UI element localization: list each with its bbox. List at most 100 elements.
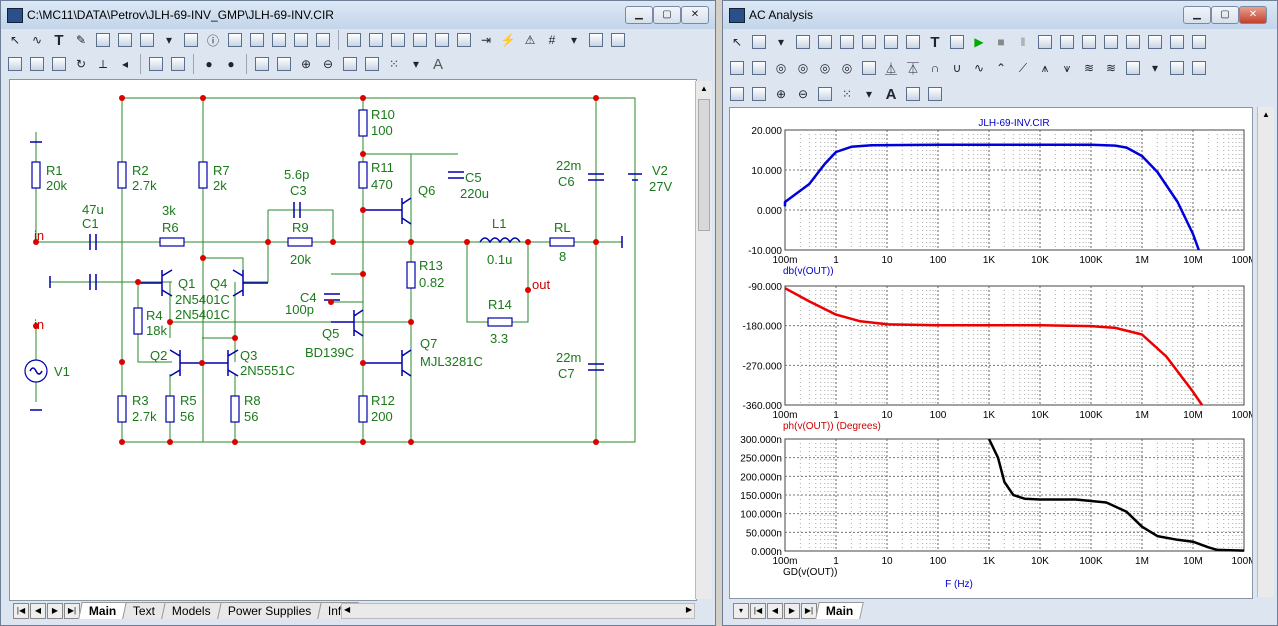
dropdown-icon[interactable]: ▾ xyxy=(165,33,173,47)
page-icon[interactable] xyxy=(586,30,606,50)
calendar-icon[interactable] xyxy=(1189,58,1209,78)
schematic-vertical-scrollbar[interactable]: ▲ xyxy=(695,81,712,599)
schematic-canvas[interactable]: R1 20k 47u C1 R2 2.7k R7 2k 3k R6 5.6p C… xyxy=(9,79,697,601)
pause-icon[interactable]: ‖ xyxy=(1020,35,1026,49)
valley-icon[interactable]: ⏄ xyxy=(906,61,919,76)
multi-2-icon[interactable]: ≋ xyxy=(1105,61,1117,75)
cursor-mode-2-icon[interactable] xyxy=(1057,32,1077,52)
zoom-fit-icon[interactable] xyxy=(340,54,360,74)
global-high-icon[interactable]: ⌃ xyxy=(995,61,1007,75)
wire-tool-icon[interactable]: ∿ xyxy=(31,33,43,47)
node-voltages-icon[interactable] xyxy=(366,30,386,50)
info-tool-icon[interactable] xyxy=(93,30,113,50)
inflect-icon[interactable]: ∿ xyxy=(973,61,985,75)
grid-list-icon[interactable] xyxy=(291,30,311,50)
analysis-zoom-fit-icon[interactable] xyxy=(815,84,835,104)
formula-icon[interactable] xyxy=(903,32,923,52)
text-tool-icon[interactable]: T xyxy=(54,31,64,49)
analysis-tab-main[interactable]: Main xyxy=(815,602,865,619)
analysis-dropdown-icon[interactable]: ▾ xyxy=(777,35,785,49)
add-curve-icon[interactable] xyxy=(859,32,879,52)
snap-icon[interactable] xyxy=(27,54,47,74)
node-numbers-icon[interactable] xyxy=(344,30,364,50)
pin-connection-icon[interactable] xyxy=(454,30,474,50)
analysis-zoom-in-icon[interactable]: ⊕ xyxy=(775,87,787,101)
go-icon[interactable]: ● xyxy=(205,57,213,71)
run-icon[interactable]: ▶ xyxy=(974,35,984,49)
layout-3-icon[interactable] xyxy=(1167,32,1187,52)
scale-icon[interactable] xyxy=(793,32,813,52)
top-icon[interactable]: ⩛ xyxy=(1063,60,1071,75)
analysis-zoom-out-icon[interactable]: ⊖ xyxy=(797,87,809,101)
prev-page-button[interactable]: ◀ xyxy=(30,603,46,619)
power-icon[interactable]: ⚡ xyxy=(500,33,516,47)
close-button[interactable]: ✕ xyxy=(681,6,709,24)
properties-icon-2[interactable] xyxy=(947,32,967,52)
zoom-in-icon[interactable]: ⊕ xyxy=(300,57,312,71)
bottom-icon[interactable]: ⩚ xyxy=(1041,60,1049,75)
slope-icon[interactable]: ⟋ xyxy=(1018,60,1028,75)
analysis-copy-icon[interactable] xyxy=(749,32,769,52)
properties-icon[interactable] xyxy=(313,30,333,50)
layout-2-icon[interactable] xyxy=(1145,32,1165,52)
zoom-tool-2-icon[interactable]: ◎ xyxy=(797,61,809,75)
attribute-text-icon[interactable] xyxy=(410,30,430,50)
mirror-icon[interactable]: ⟂ xyxy=(98,56,107,71)
analysis-next-page[interactable]: ▶ xyxy=(784,603,800,619)
schematic-horizontal-scrollbar[interactable]: ◀▶ xyxy=(341,603,695,619)
find-component-icon[interactable] xyxy=(146,54,166,74)
dropdown-icon-3[interactable]: ▾ xyxy=(412,57,420,71)
binoculars-icon[interactable] xyxy=(168,54,188,74)
edit-icon[interactable] xyxy=(859,58,879,78)
maximize-button[interactable]: ▢ xyxy=(653,6,681,24)
panel-icon[interactable] xyxy=(727,58,747,78)
analysis-last-page[interactable]: ▶| xyxy=(801,603,817,619)
layout-icon[interactable] xyxy=(1123,32,1143,52)
analysis-dropdown-2-icon[interactable]: ▾ xyxy=(865,87,873,101)
fit-2-icon[interactable] xyxy=(749,84,769,104)
low-icon[interactable]: ∪ xyxy=(952,61,962,75)
analysis-arrange-icon[interactable] xyxy=(925,84,945,104)
list-icon[interactable] xyxy=(269,30,289,50)
info-icon[interactable]: ⓘ xyxy=(206,33,219,48)
flip-icon[interactable]: ◂ xyxy=(121,57,129,71)
analysis-select-icon[interactable]: ↖ xyxy=(731,35,743,49)
help-icon[interactable] xyxy=(225,30,245,50)
analysis-dotgrid-icon[interactable]: ⁙ xyxy=(841,87,853,101)
fit-icon[interactable] xyxy=(727,84,747,104)
maximize-scale-icon[interactable] xyxy=(815,32,835,52)
peak-icon[interactable]: ⏅ xyxy=(884,61,897,76)
tag-icon[interactable] xyxy=(1079,32,1099,52)
minimize-button[interactable]: ▁ xyxy=(625,6,653,24)
find-icon[interactable] xyxy=(247,30,267,50)
tag-2-icon[interactable] xyxy=(1101,32,1121,52)
select-tool-icon[interactable]: ↖ xyxy=(9,33,21,47)
first-page-button[interactable]: |◀ xyxy=(13,603,29,619)
zoom-tool-icon[interactable]: ◎ xyxy=(775,61,787,75)
panel-2-icon[interactable] xyxy=(749,58,769,78)
tab-models[interactable]: Models xyxy=(161,602,222,619)
analysis-duplicate-icon[interactable] xyxy=(903,84,923,104)
stop-icon[interactable]: ● xyxy=(227,57,235,71)
layout-4-icon[interactable] xyxy=(1189,32,1209,52)
pin-markers-icon[interactable] xyxy=(388,30,408,50)
flag-tool-icon[interactable] xyxy=(181,30,201,50)
dropdown-icon-2[interactable]: ▾ xyxy=(570,33,578,47)
analysis-menu-button[interactable]: ▾ xyxy=(733,603,749,619)
analysis-font-icon[interactable]: A xyxy=(885,85,897,103)
zoom-tool-4-icon[interactable]: ◎ xyxy=(841,61,853,75)
analysis-prev-page[interactable]: ◀ xyxy=(767,603,783,619)
edit-plot-icon[interactable] xyxy=(837,32,857,52)
remove-curve-icon[interactable] xyxy=(881,32,901,52)
analysis-first-page[interactable]: |◀ xyxy=(750,603,766,619)
clip-dropdown-icon[interactable]: ▾ xyxy=(1151,61,1159,75)
arrange-icon[interactable] xyxy=(274,54,294,74)
box-icon[interactable] xyxy=(49,54,69,74)
high-icon[interactable]: ∩ xyxy=(930,61,940,75)
zoom-out-icon[interactable]: ⊖ xyxy=(322,57,334,71)
graph-icon[interactable] xyxy=(5,54,25,74)
stop-run-icon[interactable]: ■ xyxy=(997,35,1005,49)
next-page-button[interactable]: ▶ xyxy=(47,603,63,619)
cursor-mode-icon[interactable] xyxy=(1035,32,1055,52)
duplicate-icon[interactable] xyxy=(252,54,272,74)
